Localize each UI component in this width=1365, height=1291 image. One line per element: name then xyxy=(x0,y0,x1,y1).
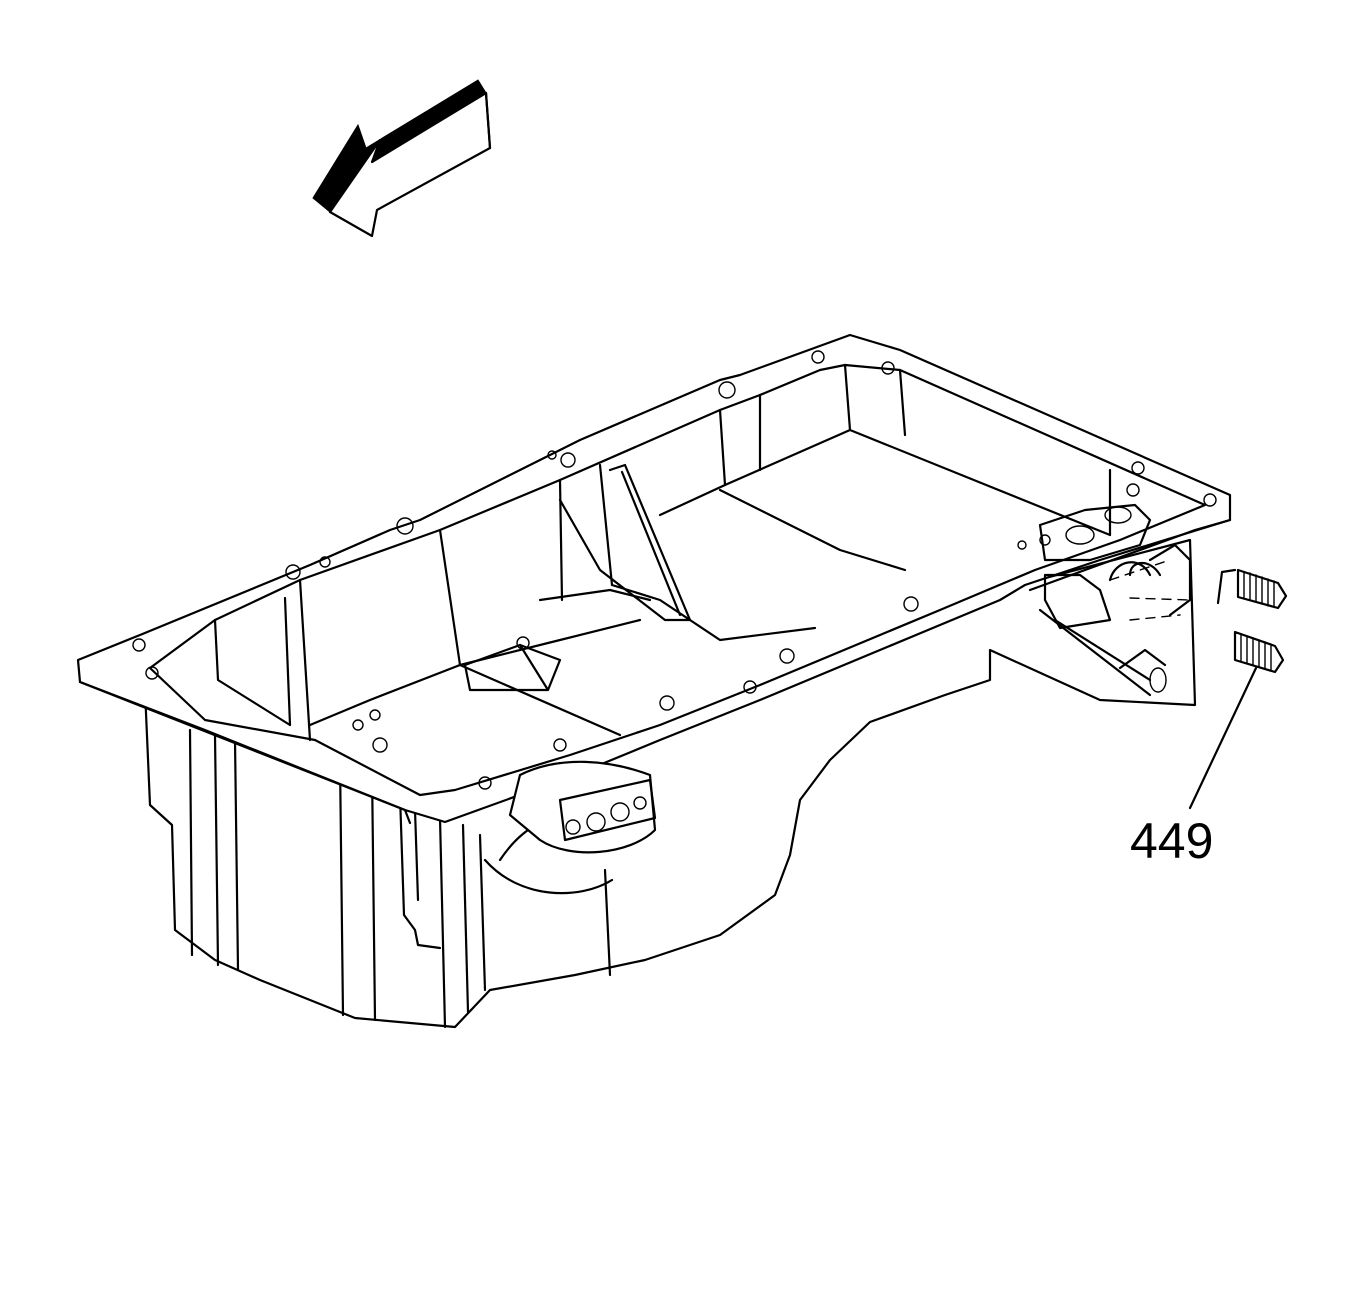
oil-filter-boss xyxy=(508,760,657,854)
callout-label: 449 xyxy=(1130,813,1213,869)
rear-housing xyxy=(1038,503,1192,697)
front-direction-arrow-icon xyxy=(312,79,492,238)
flange-bolt-holes xyxy=(132,350,1217,790)
callout-449: 449 xyxy=(1130,666,1258,869)
callout-leader-line xyxy=(1188,666,1258,810)
oil-pan-flange xyxy=(76,333,1232,825)
oil-pan-interior xyxy=(213,363,1112,742)
oil-pan-plug xyxy=(1216,568,1288,674)
